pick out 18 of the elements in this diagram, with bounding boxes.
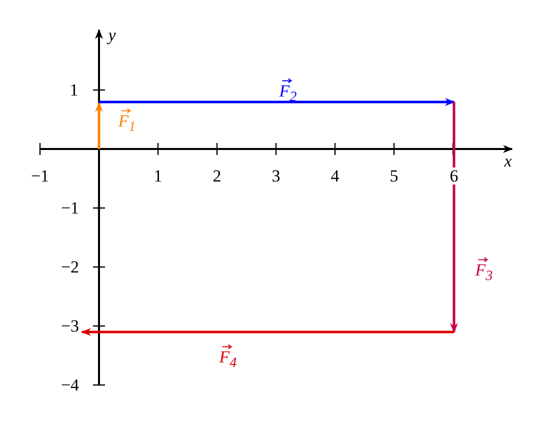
tick-label: −1	[30, 168, 50, 184]
vector-label: F$_{4}$	[219, 344, 237, 370]
vector-label: F$_{1}$	[118, 108, 136, 134]
tick-label: −1	[60, 200, 80, 216]
tick-label: 1	[152, 168, 164, 184]
vector-label: F$_{3}$	[475, 256, 493, 284]
vector-label: F$_{2}$	[279, 78, 297, 104]
axis-label: y	[108, 26, 116, 44]
tick-label: −2	[60, 258, 80, 276]
tick-label: −4	[60, 376, 80, 394]
tick-label: 4	[330, 168, 340, 184]
axis-label: x	[504, 152, 512, 170]
tick-label: 2	[212, 168, 222, 184]
tick-label: −3	[60, 318, 80, 334]
tick-label: 1	[68, 82, 80, 98]
tick-label: 5	[388, 168, 400, 184]
tick-label: 6	[448, 168, 460, 184]
tick-label: 3	[270, 168, 282, 184]
